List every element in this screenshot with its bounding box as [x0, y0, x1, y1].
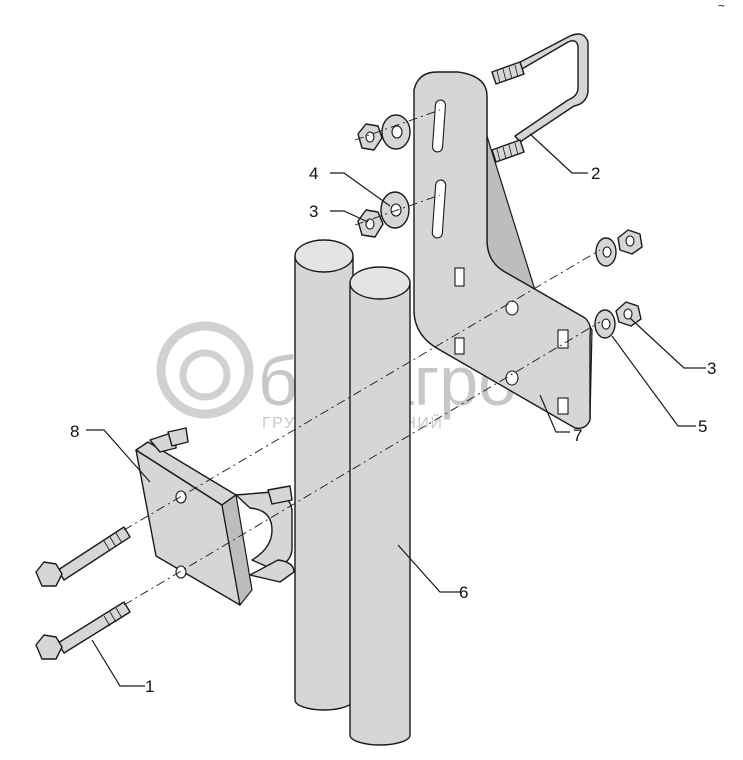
- callout-3-left: 3: [309, 202, 318, 221]
- callouts: 1 2 3 3 4 5 6 7 8: [70, 164, 716, 696]
- clamp: [135, 427, 295, 607]
- u-bolt: [491, 33, 589, 163]
- callout-3-right: 3: [707, 359, 716, 378]
- callout-4: 4: [309, 164, 318, 183]
- axis-lines: [123, 109, 601, 606]
- bolt-upper: [35, 526, 131, 587]
- watermark-logo-ring: [156, 321, 254, 419]
- washer-lower-right: [594, 309, 616, 339]
- washer-upper-left: [381, 114, 411, 150]
- callout-8: 8: [70, 422, 79, 441]
- watermark-logo-inner: [179, 349, 231, 401]
- leaders: [86, 133, 706, 687]
- bolt-lower: [35, 601, 131, 660]
- nut-lower-right: [615, 301, 642, 327]
- nut-upper-left: [357, 123, 383, 151]
- tube-rear: [294, 239, 354, 711]
- tube-front: [349, 266, 411, 746]
- washer-upper-right: [595, 237, 617, 267]
- washer-lower-left: [380, 191, 410, 229]
- callout-2: 2: [591, 164, 600, 183]
- nut-lower-left: [357, 209, 384, 238]
- callout-7: 7: [573, 426, 582, 445]
- corner-mark: ~: [718, 0, 725, 13]
- callout-5: 5: [698, 417, 707, 436]
- callout-1: 1: [145, 677, 154, 696]
- nut-upper-right: [617, 229, 643, 255]
- bracket-plate: [413, 71, 593, 430]
- callout-6: 6: [459, 583, 468, 602]
